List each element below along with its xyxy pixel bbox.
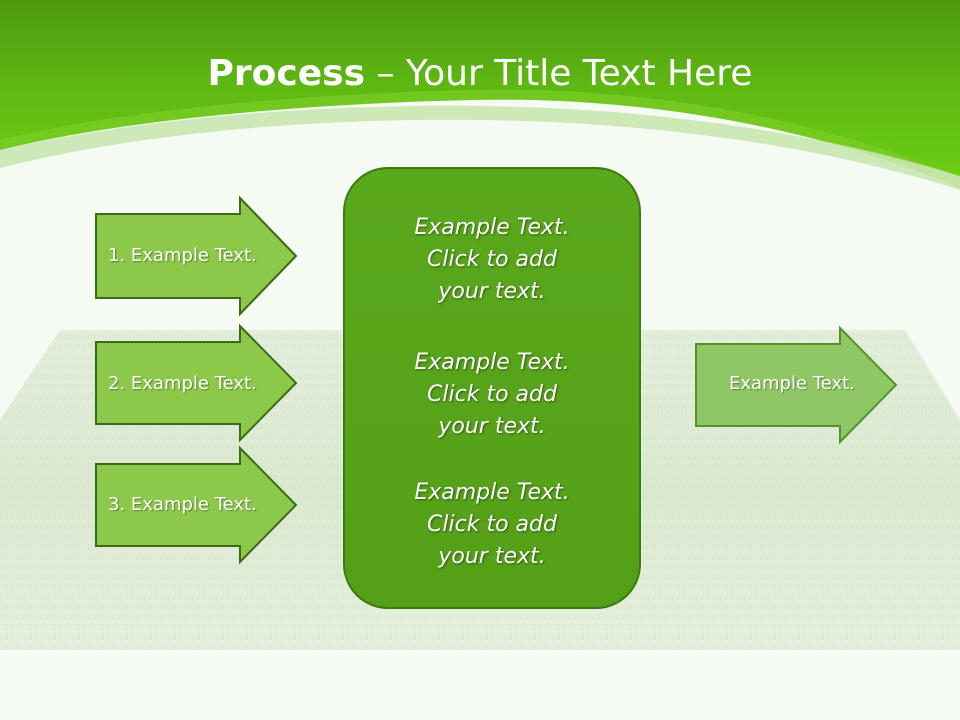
center-box xyxy=(343,167,641,609)
step-arrow-2 xyxy=(95,323,298,443)
center-line: your text. xyxy=(438,279,546,304)
center-line: Click to add xyxy=(427,247,557,272)
step-arrow-3 xyxy=(95,445,298,565)
output-arrow xyxy=(695,325,898,445)
center-line: Example Text. xyxy=(414,215,570,240)
center-text-block-1: Example Text. Click to add your text. xyxy=(344,212,640,308)
center-line: Example Text. xyxy=(414,350,570,375)
step-label-1: 1. Example Text. xyxy=(108,245,257,266)
center-line: Click to add xyxy=(427,382,557,407)
center-line: your text. xyxy=(438,544,546,569)
title-bold: Process xyxy=(207,53,366,94)
step-label-3: 3. Example Text. xyxy=(108,494,257,515)
center-line: Click to add xyxy=(427,512,557,537)
page-title: Process – Your Title Text Here xyxy=(0,50,960,98)
header-band xyxy=(0,0,960,190)
center-text-block-3: Example Text. Click to add your text. xyxy=(344,477,640,573)
center-line: your text. xyxy=(438,414,546,439)
center-line: Example Text. xyxy=(414,480,570,505)
title-rest: – Your Title Text Here xyxy=(365,53,753,94)
center-text-block-2: Example Text. Click to add your text. xyxy=(344,347,640,443)
step-label-2: 2. Example Text. xyxy=(108,373,257,394)
step-arrow-1 xyxy=(95,195,298,317)
output-label: Example Text. xyxy=(729,373,855,394)
